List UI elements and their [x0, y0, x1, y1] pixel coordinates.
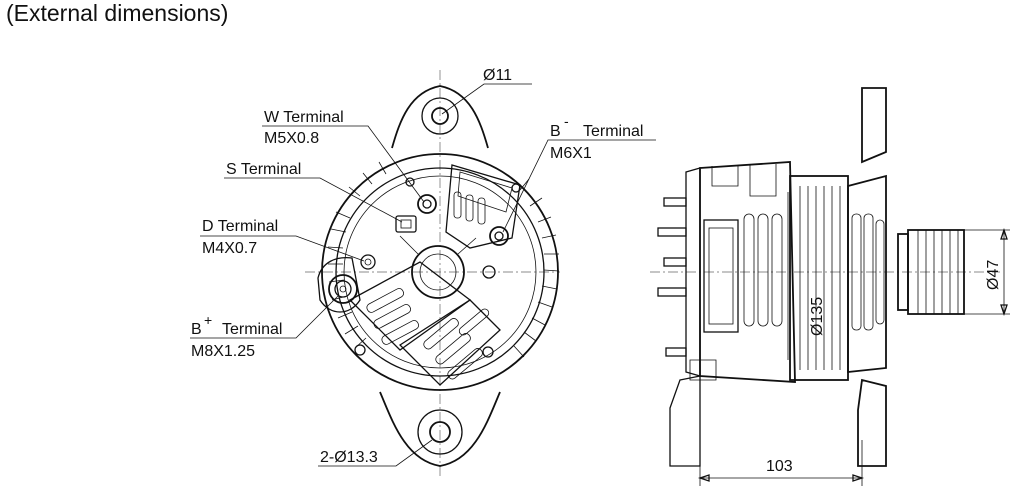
w-terminal-label: W Terminal — [264, 109, 344, 126]
bearing-cover — [411, 245, 465, 299]
bplus-thread-label: M8X1.25 — [191, 343, 255, 360]
rear-vents — [743, 213, 783, 327]
bminus-thread-label: M6X1 — [550, 145, 592, 162]
dia-pulley-label: Ø47 — [985, 260, 1002, 290]
bplus-terminal-label: Terminal — [222, 321, 282, 338]
bottom-mount-ear — [379, 391, 501, 467]
cooling-fins — [327, 161, 560, 358]
length-label: 103 — [766, 458, 793, 475]
housing-outline — [321, 153, 559, 391]
bplus-prefix: B — [191, 321, 202, 338]
mount-holes-label: 2-Ø13.3 — [320, 449, 378, 466]
stator — [789, 175, 849, 381]
page-title: (External dimensions) — [6, 0, 229, 26]
front-housing — [847, 174, 887, 373]
mount-flange — [861, 87, 887, 164]
w-terminal-stud — [417, 194, 437, 214]
front-view — [305, 70, 560, 478]
w-thread-label: M5X0.8 — [264, 130, 319, 147]
bplus-sign: + — [204, 312, 212, 328]
dia-top-label: Ø11 — [483, 67, 512, 84]
front-vents — [851, 213, 885, 331]
side-dimensions: Ø135 Ø47 103 — [697, 192, 1010, 486]
d-thread-label: M4X0.7 — [202, 240, 257, 257]
s-terminal-label: S Terminal — [226, 161, 301, 178]
top-mount-ear — [391, 85, 489, 149]
s-terminal-plug — [395, 215, 417, 233]
bminus-terminal-label: Terminal — [583, 123, 643, 140]
bplus-terminal-stud — [328, 274, 358, 304]
dia-body-label: Ø135 — [809, 297, 826, 336]
side-view — [650, 87, 1000, 467]
bottom-mount-hole — [429, 421, 451, 443]
regulator — [445, 164, 521, 249]
rectifier-fins — [348, 261, 501, 386]
front-annotations: Ø11 W Terminal M5X0.8 S Terminal D Termi… — [190, 67, 656, 467]
bminus-terminal-stud — [489, 226, 509, 246]
d-terminal-stud — [360, 254, 376, 270]
rear-studs — [657, 197, 687, 357]
top-mount-hole — [431, 107, 449, 125]
bminus-sign: - — [564, 113, 569, 129]
bminus-prefix: B — [550, 123, 561, 140]
d-terminal-label: D Terminal — [202, 218, 278, 235]
pulley — [897, 229, 965, 315]
